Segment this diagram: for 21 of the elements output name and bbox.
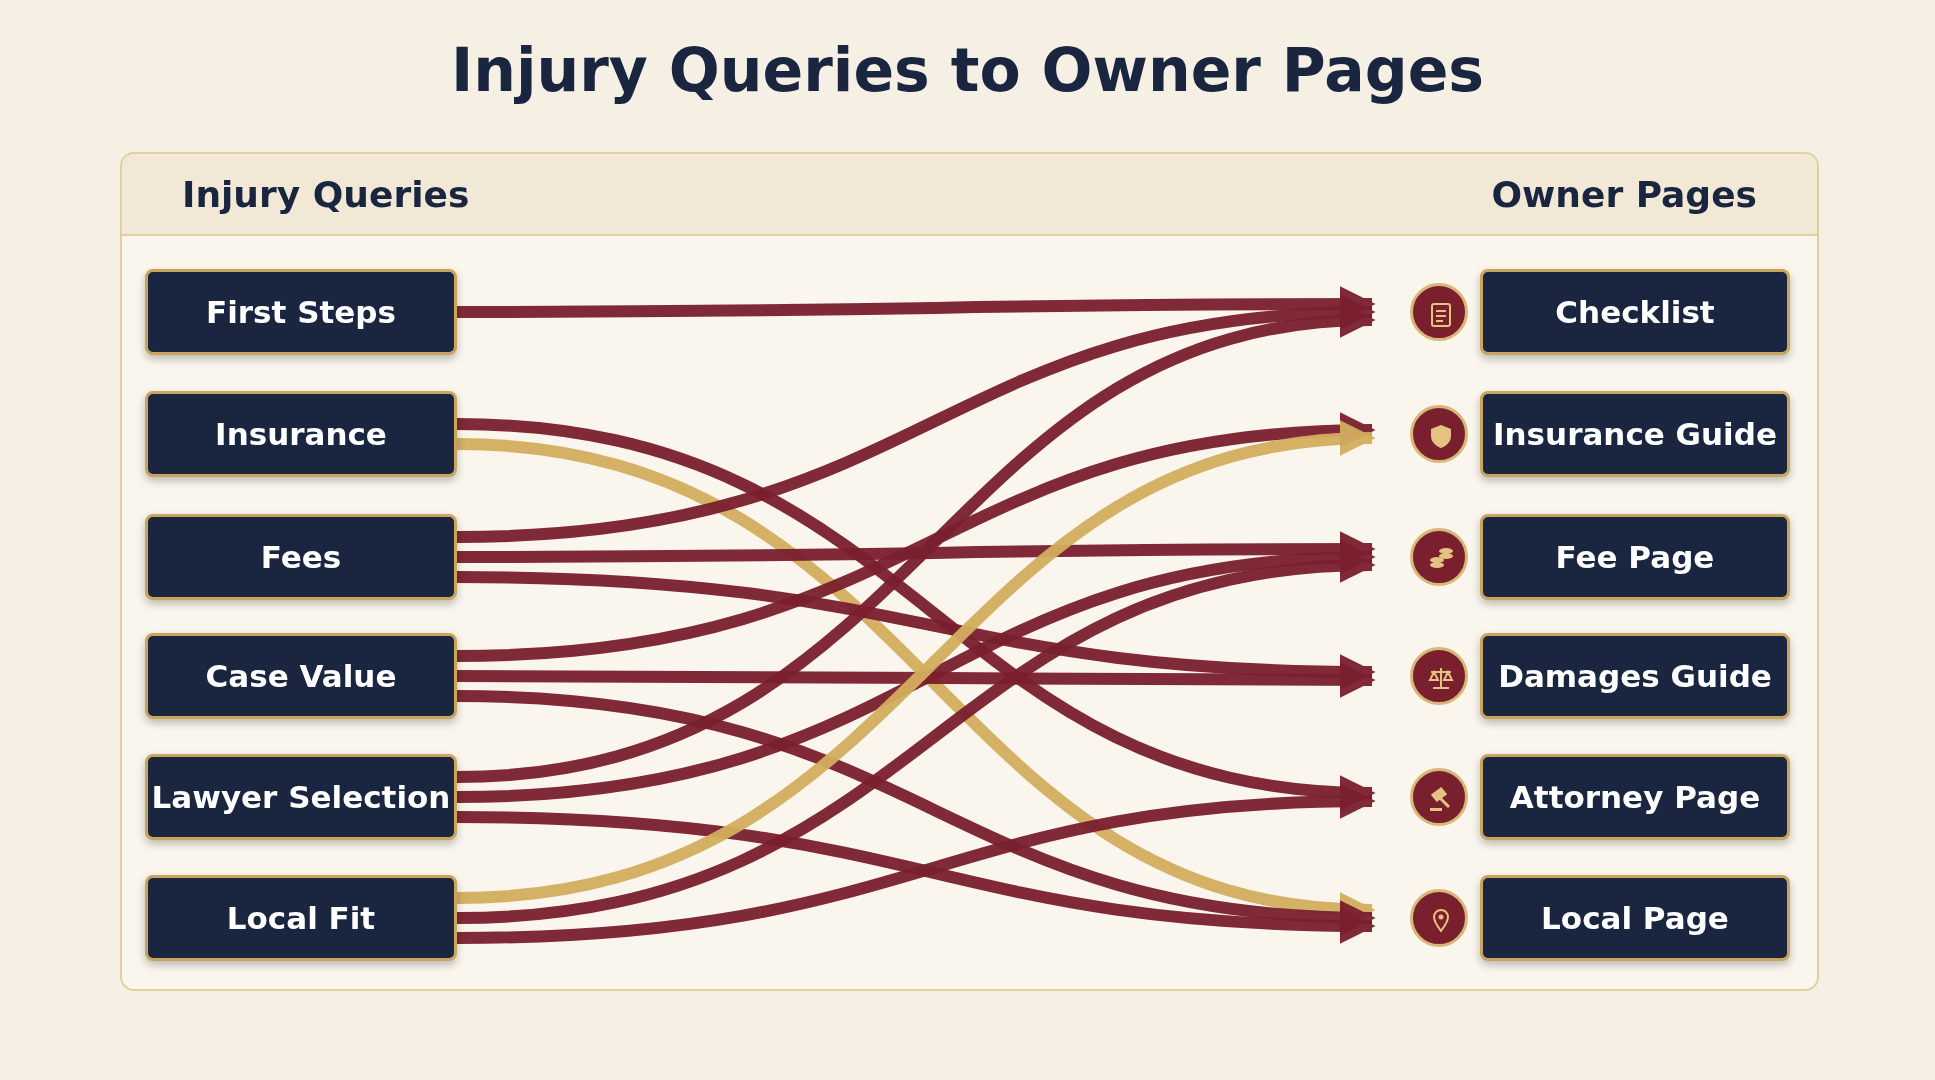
page-box: Insurance Guide <box>1480 391 1790 477</box>
page-box: Attorney Page <box>1480 754 1790 840</box>
query-box: Lawyer Selection <box>145 754 457 840</box>
column-heading: Injury Queries <box>182 174 470 215</box>
page-box: Damages Guide <box>1480 633 1790 719</box>
arrow <box>456 783 1378 944</box>
title: Injury Queries to Owner Pages <box>449 35 1486 105</box>
arrow <box>457 661 1378 698</box>
arrow <box>456 295 1378 543</box>
arrow <box>456 540 1378 803</box>
query-box: Case Value <box>145 633 457 719</box>
query-box: First Steps <box>145 269 457 355</box>
page-box: Local Page <box>1480 875 1790 961</box>
page-box: Fee Page <box>1480 514 1790 600</box>
query-box: Local Fit <box>145 875 457 961</box>
arrow <box>456 413 1378 662</box>
arrow <box>456 811 1378 944</box>
page-box: Checklist <box>1480 269 1790 355</box>
query-box: Insurance <box>145 391 457 477</box>
column-heading: Owner Pages <box>1491 174 1757 215</box>
query-box: Fees <box>145 514 457 600</box>
